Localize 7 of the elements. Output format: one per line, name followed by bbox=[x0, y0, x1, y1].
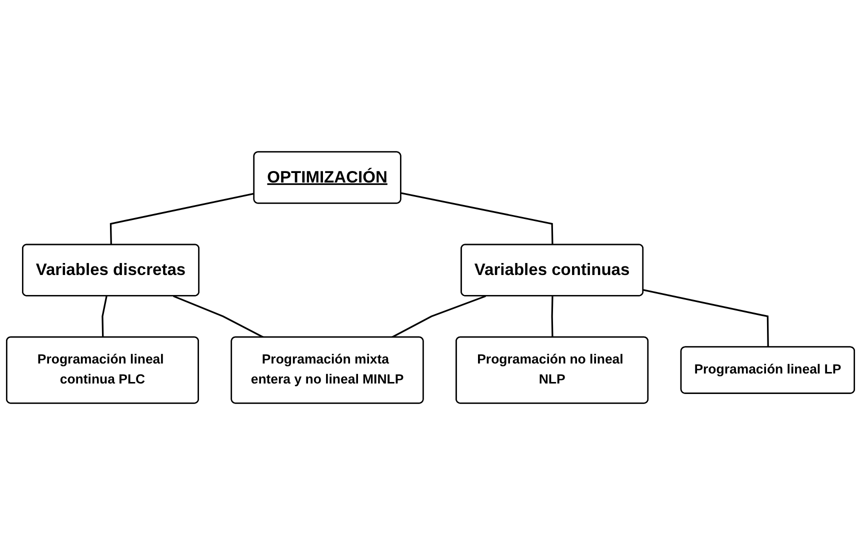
connector bbox=[551, 296, 554, 338]
connector bbox=[110, 192, 254, 245]
connector bbox=[102, 296, 108, 338]
connector bbox=[173, 295, 264, 338]
connector bbox=[400, 192, 554, 245]
connector bbox=[643, 289, 769, 348]
connector bbox=[391, 295, 486, 338]
